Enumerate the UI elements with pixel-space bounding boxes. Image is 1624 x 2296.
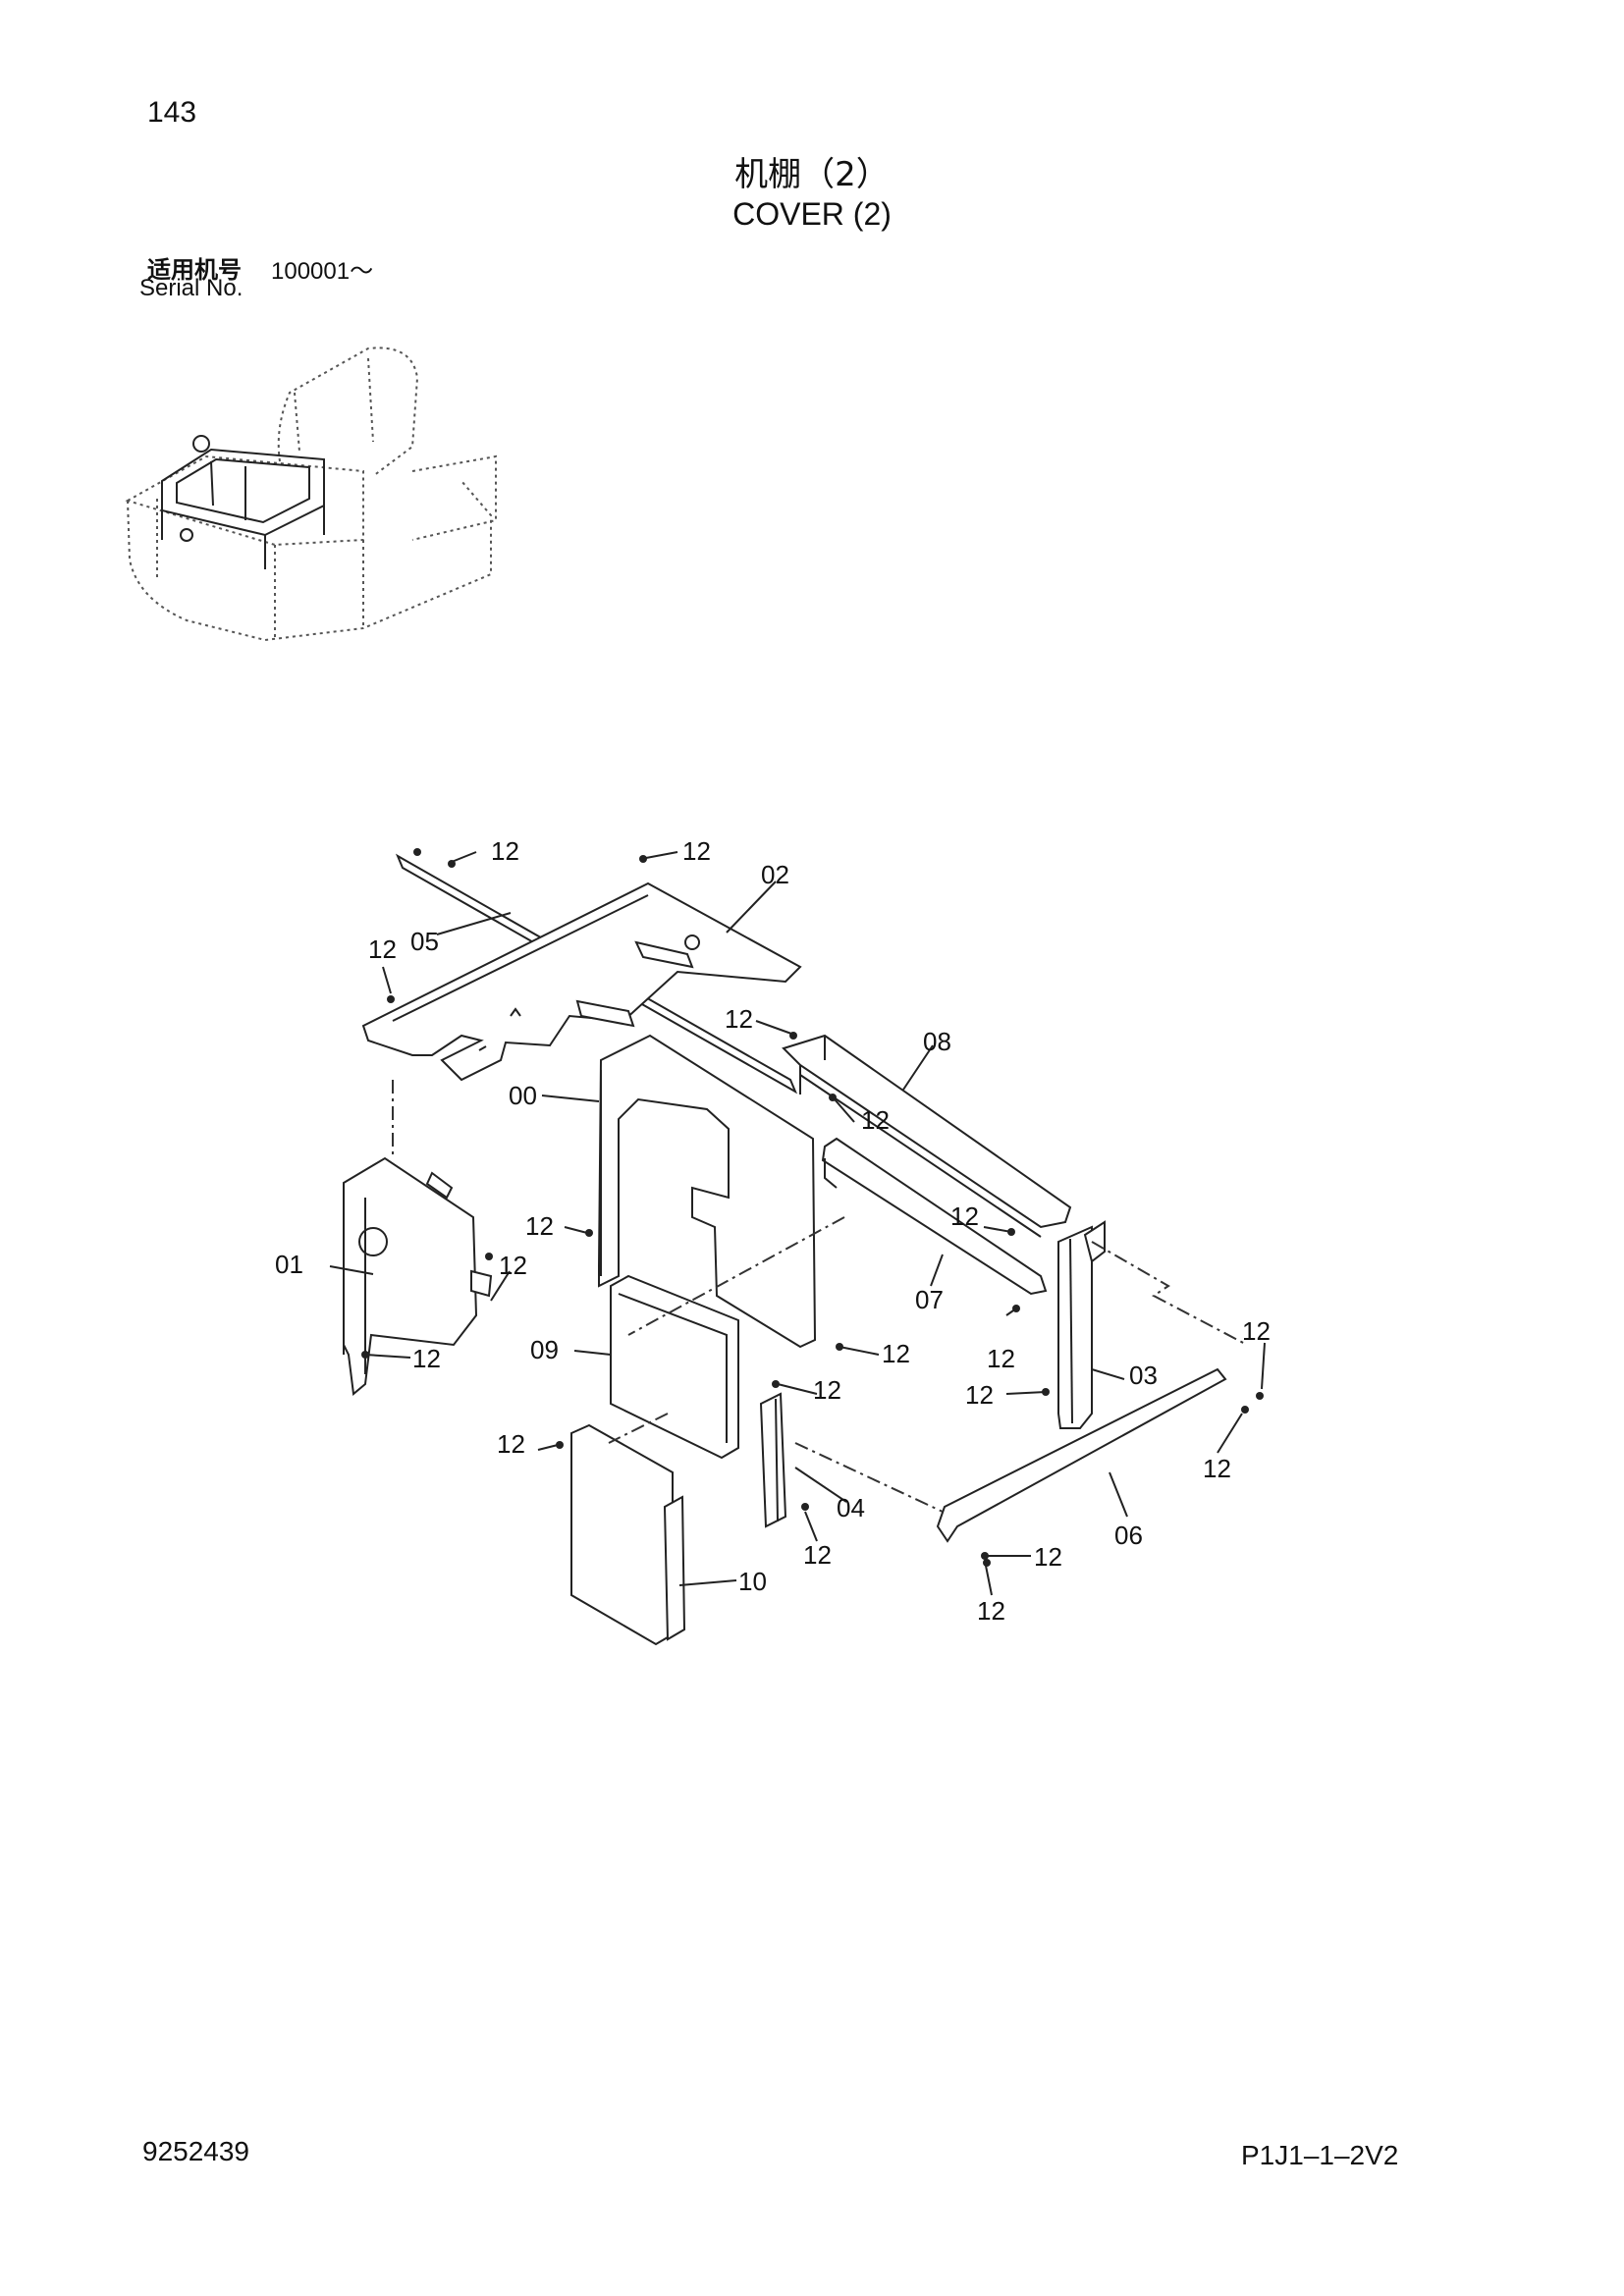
callout-12: 12 [525,1211,554,1241]
cover-exploded-diagram: 12 05 12 02 12 12 08 00 12 12 12 01 12 1… [275,836,1271,1646]
callout-12: 12 [1203,1454,1231,1483]
part-03-post [1057,1220,1106,1429]
callout-01: 01 [275,1250,303,1279]
page-number: 143 [147,96,197,129]
callout-12: 12 [491,836,519,866]
part-09-inner-panel [610,1274,739,1460]
callout-04: 04 [837,1493,865,1522]
page-title-english: COVER (2) [732,196,892,232]
callout-10: 10 [738,1567,767,1596]
document-number: 9252439 [142,2136,250,2166]
callout-06: 06 [1114,1521,1143,1550]
callout-07: 07 [915,1285,944,1314]
part-06-diagonal-bar [936,1367,1227,1543]
part-07-angle-bar [821,1137,1048,1296]
callout-12: 12 [803,1540,832,1570]
callout-12: 12 [682,836,711,866]
part-10-cover-plate [570,1423,686,1646]
callout-12: 12 [412,1344,441,1373]
part-08-channel [782,1034,1072,1238]
callout-12: 12 [965,1380,994,1410]
callout-12: 12 [950,1201,979,1231]
part-04-bracket [759,1392,787,1528]
callout-08: 08 [923,1027,951,1056]
machine-location-thumbnail [125,347,497,642]
callout-12: 12 [497,1429,525,1459]
callout-12: 12 [1034,1542,1062,1572]
callout-09: 09 [530,1335,559,1364]
part-00-arch-panel [598,1034,817,1349]
part-02-top-plate [361,881,802,1082]
page-code: P1J1–1–2V2 [1241,2140,1399,2170]
callout-12: 12 [499,1251,527,1280]
callout-12: 12 [987,1344,1015,1373]
callout-12: 12 [882,1339,910,1368]
serial-label-chinese: 适用机号 [147,256,242,284]
callout-12: 12 [813,1375,841,1405]
page-title-chinese: 机棚（2） [734,155,890,194]
serial-number-value: 100001～ [271,258,374,285]
callout-02: 02 [761,860,789,889]
callout-leaders [329,851,1266,1596]
callout-12: 12 [725,1004,753,1034]
callout-12: 12 [1242,1316,1271,1346]
serial-label-english: Serial No. [139,275,244,301]
assembly-lines [392,1080,1248,1513]
callout-12: 12 [977,1596,1005,1626]
callout-03: 03 [1129,1361,1158,1390]
callout-12: 12 [368,934,397,964]
callout-12: 12 [861,1105,890,1135]
callout-00: 00 [509,1081,537,1110]
callout-05: 05 [410,927,439,956]
